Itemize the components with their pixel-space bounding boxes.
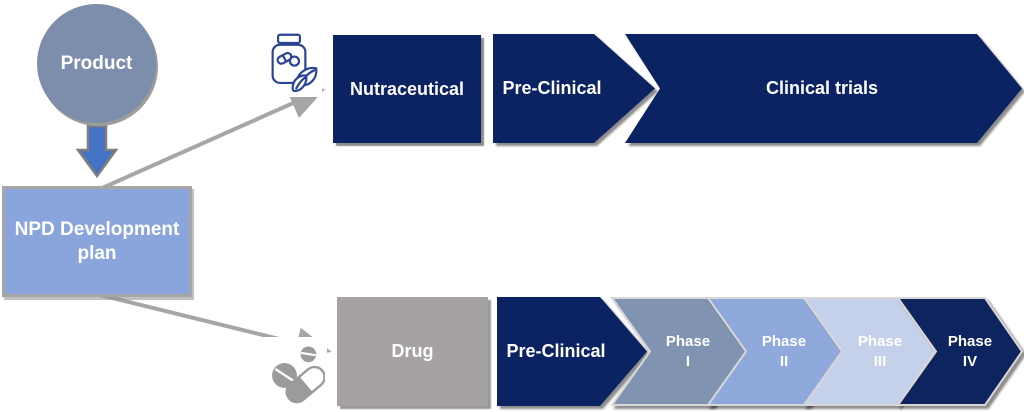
npd-development-plan-node: NPD Development plan [2,186,192,297]
nutraceutical-node: Nutraceutical [333,35,481,143]
supplement-bottle-icon [256,27,322,97]
npd-label: NPD Development plan [14,218,180,264]
phase-4-chevron [896,297,1024,406]
drug-label: Drug [391,341,434,361]
product-node: Product [37,4,156,123]
down-arrow-icon [75,124,119,179]
product-label: Product [60,52,133,74]
preclinical-drug-chevron [497,297,647,406]
preclinical-nutraceutical-chevron [493,34,655,143]
drug-node: Drug [337,297,488,406]
pills-icon [264,337,327,412]
clinical-trials-chevron [625,34,1022,143]
nutraceutical-label: Nutraceutical [349,78,465,99]
connector-npd-to-nutraceutical [99,88,326,191]
